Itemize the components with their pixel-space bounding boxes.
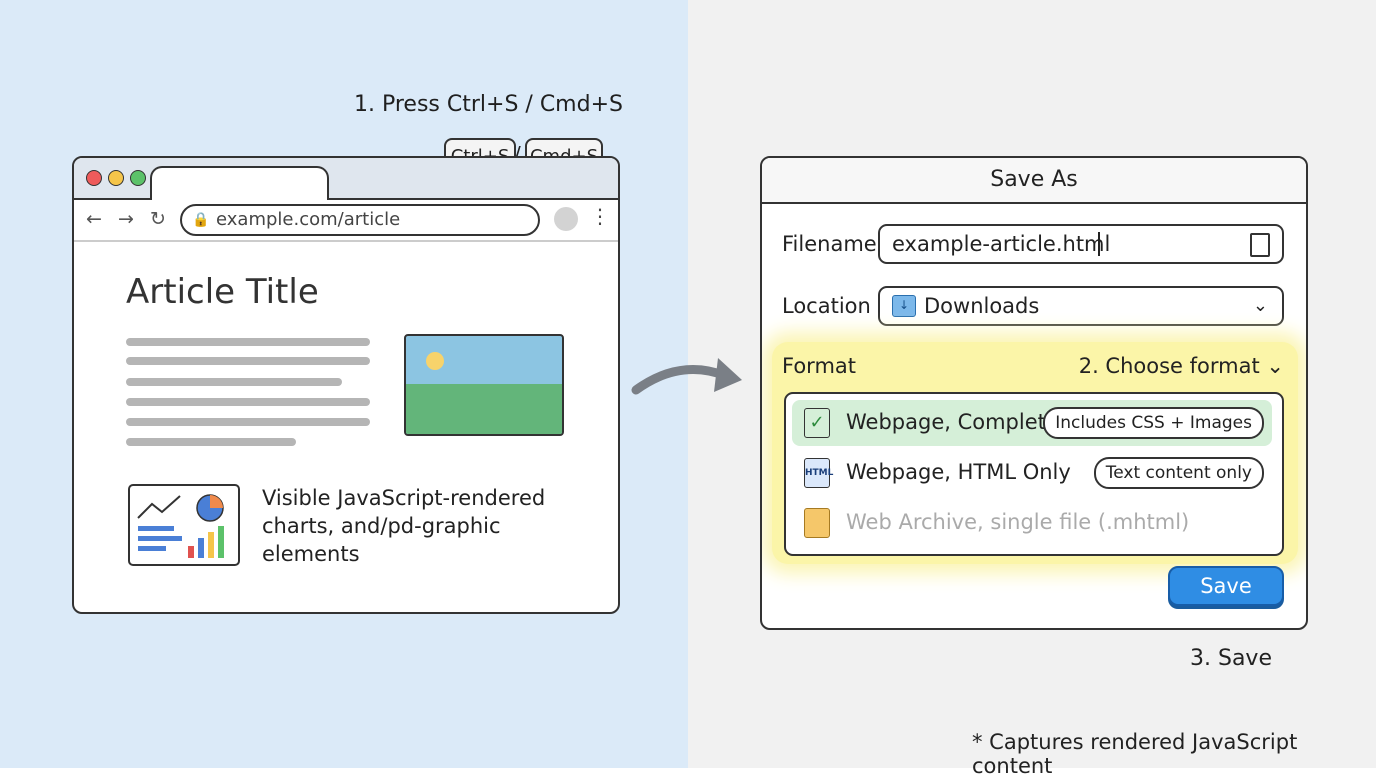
location-select[interactable]: ↓ Downloads ⌄ bbox=[878, 286, 1284, 326]
location-value: Downloads bbox=[924, 294, 1040, 318]
text-line bbox=[126, 418, 370, 426]
option-label: Webpage, HTML Only bbox=[846, 460, 1071, 484]
footnote: * Captures rendered JavaScript content bbox=[972, 730, 1298, 778]
chevron-down-icon: ⌄ bbox=[1252, 295, 1268, 316]
browser-toolbar: ← → ↻ 🔒 example.com/article ⋮ bbox=[74, 200, 618, 242]
dialog-title: Save As bbox=[762, 158, 1306, 204]
choose-format-dropdown[interactable]: 2. Choose format ⌄ bbox=[1079, 354, 1284, 378]
text-line bbox=[126, 438, 296, 446]
option-label: Webpage, Complete bbox=[846, 410, 1059, 434]
option-label: Web Archive, single file (.mhtml) bbox=[846, 510, 1190, 534]
format-options-list: ✓ Webpage, Complete Includes CSS + Image… bbox=[784, 392, 1284, 556]
article-title: Article Title bbox=[126, 272, 319, 312]
option-badge: Text content only bbox=[1093, 457, 1264, 489]
sun-shape bbox=[426, 352, 444, 370]
charts-graphic-svg bbox=[137, 494, 224, 558]
save-button[interactable]: Save bbox=[1168, 566, 1284, 606]
landscape-image-icon bbox=[404, 334, 564, 436]
key-separator: / bbox=[514, 142, 521, 166]
filename-input[interactable]: example-article.html bbox=[878, 224, 1284, 264]
format-option-complete[interactable]: ✓ Webpage, Complete Includes CSS + Image… bbox=[792, 400, 1272, 446]
lock-icon: 🔒 bbox=[192, 212, 210, 228]
step3-label: 3. Save bbox=[1190, 646, 1272, 671]
text-line bbox=[126, 338, 370, 346]
location-label: Location bbox=[782, 294, 871, 318]
browser-window: ← → ↻ 🔒 example.com/article ⋮ Article Ti… bbox=[72, 156, 620, 614]
text-line bbox=[126, 398, 370, 406]
charts-graphic-icon bbox=[128, 484, 240, 566]
filename-label: Filename bbox=[782, 232, 877, 256]
option-badge: Includes CSS + Images bbox=[1043, 407, 1264, 439]
maximize-dot-icon[interactable] bbox=[130, 170, 146, 186]
download-folder-icon: ↓ bbox=[892, 295, 916, 317]
text-caret bbox=[1098, 232, 1100, 256]
back-arrow-icon[interactable]: ← bbox=[86, 208, 102, 230]
address-bar[interactable]: 🔒 example.com/article bbox=[180, 204, 540, 236]
grass-shape bbox=[406, 384, 562, 434]
visual-content-caption: Visible JavaScript-rendered charts, and/… bbox=[262, 486, 546, 566]
minimize-dot-icon[interactable] bbox=[108, 170, 124, 186]
format-label: Format bbox=[782, 354, 857, 378]
save-as-dialog: Save As Filename example-article.html Lo… bbox=[760, 156, 1308, 630]
close-dot-icon[interactable] bbox=[86, 170, 102, 186]
format-option-mhtml[interactable]: Web Archive, single file (.mhtml) bbox=[792, 500, 1272, 546]
check-document-icon: ✓ bbox=[804, 408, 830, 438]
folder-icon bbox=[804, 508, 830, 538]
document-icon bbox=[1250, 233, 1270, 257]
kebab-menu-icon[interactable]: ⋮ bbox=[590, 204, 610, 228]
html-document-icon: HTML bbox=[804, 458, 833, 488]
filename-value: example-article.html bbox=[892, 232, 1111, 256]
reload-icon[interactable]: ↻ bbox=[150, 208, 166, 230]
profile-avatar[interactable] bbox=[554, 207, 578, 231]
browser-tab[interactable] bbox=[150, 166, 329, 202]
forward-arrow-icon[interactable]: → bbox=[118, 208, 134, 230]
step1-label: 1. Press Ctrl+S / Cmd+S bbox=[354, 92, 623, 117]
url-text: example.com/article bbox=[216, 209, 401, 230]
flow-arrow-icon bbox=[631, 358, 742, 395]
format-option-html-only[interactable]: HTML Webpage, HTML Only Text content onl… bbox=[792, 450, 1272, 496]
text-line bbox=[126, 378, 342, 386]
browser-titlebar bbox=[74, 158, 618, 202]
choose-format-label: 2. Choose format bbox=[1078, 354, 1260, 378]
text-line bbox=[126, 357, 370, 365]
chevron-down-icon: ⌄ bbox=[1266, 354, 1284, 378]
